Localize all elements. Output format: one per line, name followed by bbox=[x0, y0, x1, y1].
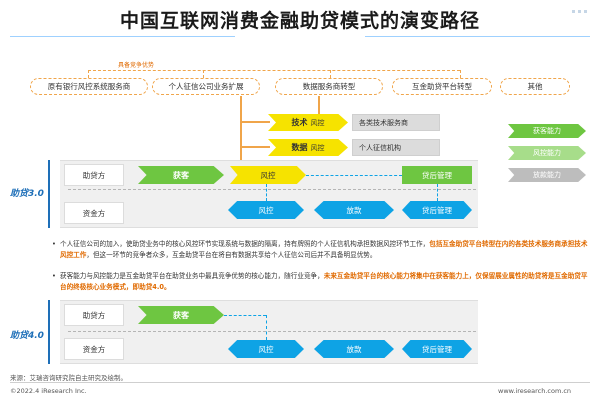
stage30-row-helper: 助贷方 bbox=[64, 164, 124, 186]
bullet: • bbox=[52, 240, 56, 248]
capability-name: 数据 bbox=[291, 143, 308, 152]
stage40-postloan: 贷后管理 bbox=[402, 340, 472, 358]
stage30-postloan-funder: 贷后管理 bbox=[402, 201, 472, 219]
paragraph-1: • 个人征信公司的加入，使助贷业务中的核心风控环节实现系统与数据的隔离，持有牌照… bbox=[52, 239, 590, 260]
corner-decoration bbox=[584, 10, 587, 13]
stage30-row-funder: 资金方 bbox=[64, 202, 124, 224]
stage30-label: 助贷3.0 bbox=[10, 189, 44, 199]
stage30-postloan-helper: 贷后管理 bbox=[402, 166, 472, 184]
target-credit-bureaus: 个人征信机构 bbox=[352, 139, 440, 156]
stage30-lending: 放款 bbox=[314, 201, 394, 219]
stage40-connector bbox=[266, 315, 267, 340]
legend-lending: 放款能力 bbox=[508, 168, 586, 182]
connector-line bbox=[240, 121, 270, 123]
origin-credit-bureau: 个人征信公司业务扩展 bbox=[152, 78, 260, 95]
paragraph-1-part-1: 个人征信公司的加入，使助贷业务中的核心风控环节实现系统与数据的隔离，持有牌照的个… bbox=[60, 240, 430, 248]
stage40-marker bbox=[48, 300, 50, 364]
origin-bank-risk-vendor: 原有银行风控系统服务商 bbox=[30, 78, 148, 95]
capability-name: 技术 bbox=[291, 118, 308, 127]
stage40-flow-line bbox=[224, 315, 266, 316]
bracket-tick bbox=[203, 70, 204, 78]
paragraph-2-part-1: 获客能力与风控能力是互金助贷平台在助贷业务中最具竞争优势的核心能力，随行业竞争， bbox=[60, 272, 324, 280]
bullet: • bbox=[52, 272, 56, 280]
target-tech-vendors: 各类技术服务商 bbox=[352, 114, 440, 131]
stage40-label: 助贷4.0 bbox=[10, 331, 44, 341]
title-divider-left bbox=[10, 36, 235, 37]
bracket-tick bbox=[330, 70, 331, 78]
stage30-marker bbox=[48, 160, 50, 228]
origin-other: 其他 bbox=[500, 78, 570, 95]
legend-acquisition: 获客能力 bbox=[508, 124, 586, 138]
legend-risk-control: 风控能力 bbox=[508, 146, 586, 160]
stage40-lending: 放款 bbox=[314, 340, 394, 358]
stage40-row-helper: 助贷方 bbox=[64, 304, 124, 326]
advantage-bracket bbox=[88, 70, 460, 71]
connector-line bbox=[240, 96, 242, 166]
bracket-tick bbox=[460, 70, 461, 78]
copyright: ©2022.4 iResearch Inc. bbox=[10, 387, 87, 395]
paragraph-2-highlight: 未来互金助贷平台的核心能力将集中在获客能力上，仅保留展业属性的助贷将是互金助贷平… bbox=[60, 272, 588, 291]
capability-tech-risk: 技术风控 bbox=[268, 114, 348, 131]
stage30-acquisition: 获客 bbox=[138, 166, 224, 184]
paragraph-1-part-3: ，但这一环节的竞争者众多，互金助贷平台在将自有数据共享给个人征信公司后并不具备明… bbox=[86, 250, 377, 259]
stage40-divider bbox=[68, 331, 476, 332]
stage30-divider bbox=[68, 189, 476, 190]
corner-decoration bbox=[578, 10, 581, 13]
advantage-label: 具备竞争优势 bbox=[118, 62, 155, 69]
stage30-connector bbox=[266, 184, 267, 201]
bracket-tick bbox=[88, 70, 89, 78]
source-note: 来源：艾瑞咨询研究院自主研究及绘制。 bbox=[10, 374, 127, 382]
stage30-risk-funder: 风控 bbox=[228, 201, 304, 219]
capability-suffix: 风控 bbox=[310, 118, 325, 127]
origin-fintech-platform: 互金助贷平台转型 bbox=[392, 78, 492, 95]
footer-divider bbox=[10, 382, 590, 383]
stage40-risk: 风控 bbox=[228, 340, 304, 358]
stage30-connector bbox=[437, 184, 438, 201]
stage40-row-funder: 资金方 bbox=[64, 338, 124, 360]
title-divider-right bbox=[365, 36, 590, 37]
stage40-acquisition: 获客 bbox=[138, 306, 224, 324]
paragraph-2: • 获客能力与风控能力是互金助贷平台在助贷业务中最具竞争优势的核心能力，随行业竞… bbox=[52, 271, 590, 292]
capability-data-risk: 数据风控 bbox=[268, 139, 348, 156]
origin-data-vendor: 数据服务商转型 bbox=[275, 78, 383, 95]
connector-line bbox=[318, 96, 320, 116]
website-link[interactable]: www.iresearch.com.cn bbox=[498, 387, 572, 395]
paragraph-1-highlight: 包括互金助贷平台转型在内的各类技术服务商承担技术风控工作 bbox=[60, 240, 588, 259]
corner-decoration bbox=[572, 10, 575, 13]
page-title: 中国互联网消费金融助贷模式的演变路径 bbox=[119, 10, 480, 32]
stage30-risk-helper: 风控 bbox=[230, 166, 306, 184]
stage30-flow-line bbox=[306, 175, 402, 176]
connector-line bbox=[240, 146, 270, 148]
capability-suffix: 风控 bbox=[310, 143, 325, 152]
